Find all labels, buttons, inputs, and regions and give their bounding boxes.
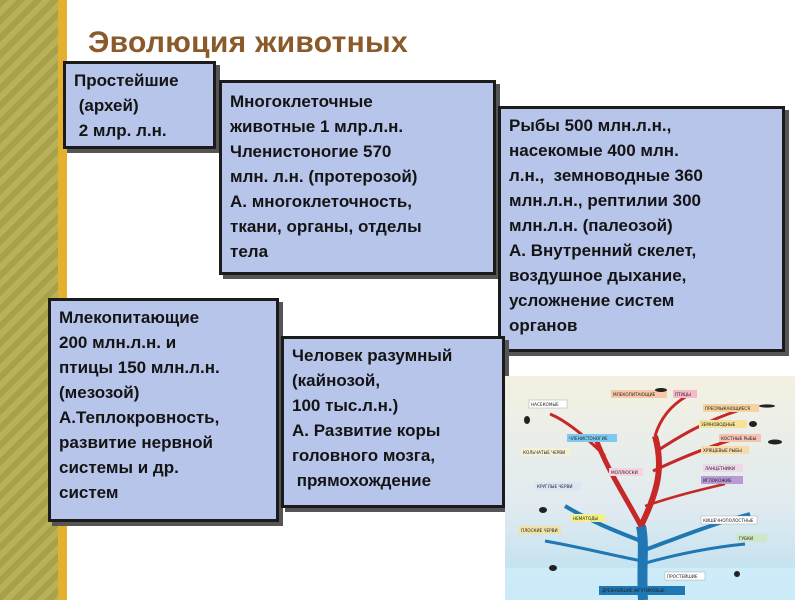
svg-text:ДРЕВНЕЙШИЕ ЖГУТИКОВЫЕ: ДРЕВНЕЙШИЕ ЖГУТИКОВЫЕ (602, 588, 665, 593)
svg-text:ХРЯЩЕВЫЕ РЫБЫ: ХРЯЩЕВЫЕ РЫБЫ (703, 448, 742, 453)
svg-text:ГУБКИ: ГУБКИ (739, 536, 753, 541)
tree-label-roundworms: КРУГЛЫЕ ЧЕРВИ (535, 482, 581, 490)
svg-text:КОСТНЫЕ РЫБЫ: КОСТНЫЕ РЫБЫ (721, 436, 757, 441)
frog-silhouette-icon (749, 421, 757, 427)
tree-label-annelids: КОЛЬЧАТЫЕ ЧЕРВИ (521, 448, 571, 456)
svg-text:ЧЛЕНИСТОНОГИЕ: ЧЛЕНИСТОНОГИЕ (569, 436, 608, 441)
svg-text:ЗЕМНОВОДНЫЕ: ЗЕМНОВОДНЫЕ (701, 422, 736, 427)
beetle-silhouette-icon (524, 416, 530, 424)
svg-text:ПТИЦЫ: ПТИЦЫ (675, 392, 691, 397)
snail-silhouette-icon (549, 565, 557, 571)
slide-title: Эволюция животных (88, 26, 408, 60)
tree-label-ancestor: ДРЕВНЕЙШИЕ ЖГУТИКОВЫЕ (599, 586, 685, 595)
svg-text:КИШЕЧНОПОЛОСТНЫЕ: КИШЕЧНОПОЛОСТНЫЕ (703, 518, 754, 523)
tree-label-sponges: ГУБКИ (737, 534, 767, 542)
tree-label-echinoderms: ИГЛОКОЖИЕ (701, 476, 743, 484)
svg-text:ИГЛОКОЖИЕ: ИГЛОКОЖИЕ (703, 478, 732, 483)
fish-silhouette-icon (768, 440, 782, 445)
svg-text:ЛАНЦЕТНИКИ: ЛАНЦЕТНИКИ (705, 466, 735, 471)
starfish-silhouette-icon (734, 571, 740, 577)
tree-label-bony-fish: КОСТНЫЕ РЫБЫ (719, 434, 761, 442)
tree-label-birds: ПТИЦЫ (673, 390, 697, 398)
svg-text:НАСЕКОМЫЕ: НАСЕКОМЫЕ (531, 402, 559, 407)
svg-text:МОЛЛЮСКИ: МОЛЛЮСКИ (611, 470, 638, 475)
lizard-silhouette-icon (759, 404, 775, 407)
tree-label-insects: НАСЕКОМЫЕ (529, 400, 567, 408)
bird-silhouette-icon (655, 388, 667, 392)
tree-label-cartilaginous-fish: ХРЯЩЕВЫЕ РЫБЫ (701, 446, 749, 454)
svg-text:НЕМАТОДЫ: НЕМАТОДЫ (573, 516, 598, 521)
human-box: Человек разумный (кайнозой, 100 тыс.л.н.… (281, 336, 505, 508)
svg-text:ПЛОСКИЕ ЧЕРВИ: ПЛОСКИЕ ЧЕРВИ (521, 528, 558, 533)
fish-box: Рыбы 500 млн.л.н., насекомые 400 млн. л.… (498, 106, 785, 352)
svg-text:КРУГЛЫЕ ЧЕРВИ: КРУГЛЫЕ ЧЕРВИ (537, 484, 572, 489)
protists-box: Простейшие (архей) 2 млр. л.н. (63, 61, 216, 149)
tree-label-reptiles: ПРЕСМЫКАЮЩИЕСЯ (703, 404, 759, 412)
multicellular-box: Многоклеточные животные 1 млр.л.н. Члени… (219, 80, 496, 275)
svg-text:ПРОСТЕЙШИЕ: ПРОСТЕЙШИЕ (667, 574, 698, 579)
tree-label-protozoa: ПРОСТЕЙШИЕ (665, 572, 705, 580)
svg-text:КОЛЬЧАТЫЕ ЧЕРВИ: КОЛЬЧАТЫЕ ЧЕРВИ (523, 450, 565, 455)
tree-label-flatworms: ПЛОСКИЕ ЧЕРВИ (519, 526, 561, 534)
tree-label-nematodes: НЕМАТОДЫ (571, 514, 605, 522)
tree-label-amphibians: ЗЕМНОВОДНЫЕ (699, 420, 747, 428)
tree-label-lancelets: ЛАНЦЕТНИКИ (703, 464, 743, 472)
svg-text:ПРЕСМЫКАЮЩИЕСЯ: ПРЕСМЫКАЮЩИЕСЯ (705, 406, 750, 411)
tree-label-arthropods: ЧЛЕНИСТОНОГИЕ (567, 434, 617, 442)
evolution-tree-image: ПТИЦЫ МЛЕКОПИТАЮЩИЕ ПРЕСМЫКАЮЩИЕСЯ ЗЕМНО… (505, 376, 795, 600)
tree-label-molluscs: МОЛЛЮСКИ (609, 468, 643, 476)
svg-text:МЛЕКОПИТАЮЩИЕ: МЛЕКОПИТАЮЩИЕ (613, 392, 656, 397)
mammals-box: Млекопитающие 200 млн.л.н. и птицы 150 м… (48, 298, 279, 522)
tree-label-coelenterates: КИШЕЧНОПОЛОСТНЫЕ (701, 516, 757, 524)
crab-silhouette-icon (539, 507, 547, 513)
